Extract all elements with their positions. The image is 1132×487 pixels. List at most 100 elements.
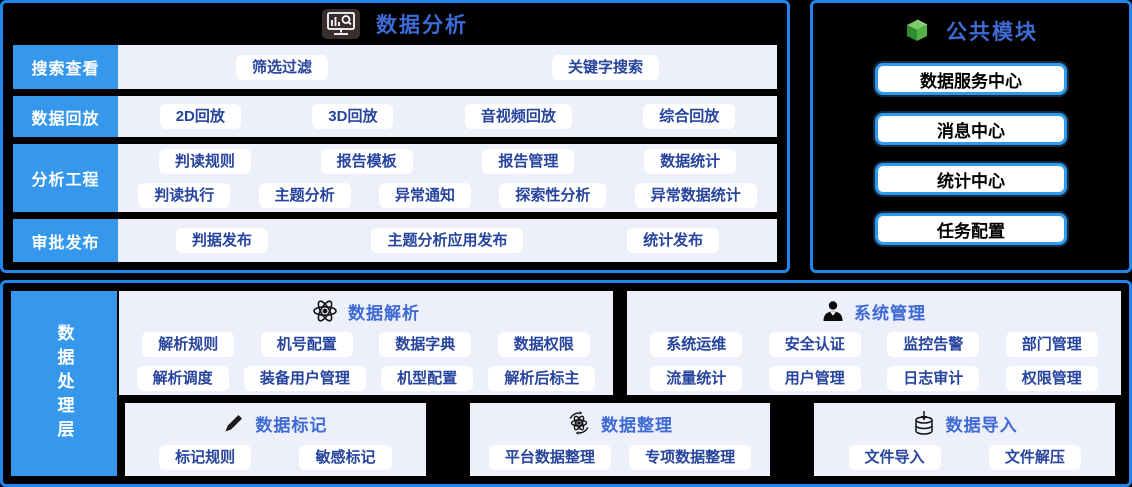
module-chip[interactable]: 文件导入 <box>848 445 941 470</box>
module-chip[interactable]: 解析调度 <box>136 365 229 391</box>
module-chip[interactable]: 平台数据整理 <box>488 445 611 470</box>
row-body-approval-publish: 判据发布 主题分析应用发布 统计发布 <box>118 219 777 262</box>
module-chip[interactable]: 部门管理 <box>1005 331 1098 357</box>
common-module-button[interactable]: 统计中心 <box>875 163 1067 195</box>
row-body-analysis-engineering: 判读规则 报告模板 报告管理 数据统计 判读执行 主题分析 异常通知 探索性分析… <box>118 144 777 212</box>
row-search-view: 搜索查看 筛选过滤 关键字搜索 <box>13 45 777 89</box>
chip-line: 系统运维 安全认证 监控告警 部门管理 <box>627 327 1121 361</box>
module-chip[interactable]: 关键字搜索 <box>551 54 659 80</box>
common-modules-header: 公共模块 <box>813 3 1129 59</box>
module-chip[interactable]: 流量统计 <box>650 365 743 391</box>
section-data-tagging-header: 数据标记 <box>125 403 426 439</box>
row-label-analysis-engineering: 分析工程 <box>13 144 118 212</box>
module-chip[interactable]: 报告管理 <box>482 148 575 174</box>
module-chip[interactable]: 音视频回放 <box>464 104 572 129</box>
processing-content: 数据解析 解析规则 机号配置 数据字典 数据权限 解析调度 装备用户管理 机型配… <box>119 291 1121 476</box>
module-chip[interactable]: 数据字典 <box>379 331 472 357</box>
section-data-parsing-title: 数据解析 <box>348 303 420 323</box>
data-analysis-title: 数据分析 <box>376 14 468 37</box>
module-chip[interactable]: 机号配置 <box>260 331 353 357</box>
common-modules-buttons: 数据服务中心 消息中心 统计中心 任务配置 <box>813 59 1129 245</box>
pencil-icon <box>223 412 245 434</box>
module-chip[interactable]: 标记规则 <box>159 445 252 470</box>
processing-layer-label: 数据处理层 <box>11 291 117 476</box>
module-chip[interactable]: 专项数据整理 <box>629 445 752 470</box>
person-icon <box>822 300 844 322</box>
chip-line: 判读规则 报告模板 报告管理 数据统计 <box>124 148 771 174</box>
module-chip[interactable]: 主题分析 <box>258 182 351 208</box>
monitor-search-icon <box>322 9 360 39</box>
row-label-data-playback: 数据回放 <box>13 96 118 137</box>
section-data-import: 数据导入 文件导入 文件解压 <box>814 403 1116 476</box>
chip-line: 平台数据整理 专项数据整理 <box>470 439 771 476</box>
module-chip[interactable]: 主题分析应用发布 <box>371 228 524 253</box>
module-chip[interactable]: 3D回放 <box>312 104 394 129</box>
module-chip[interactable]: 日志审计 <box>887 365 980 391</box>
section-system-management-title: 系统管理 <box>854 303 926 323</box>
data-analysis-rows: 搜索查看 筛选过滤 关键字搜索 数据回放 2D回放 3D回放 音视频回放 综合回… <box>3 45 787 262</box>
common-modules-panel: 公共模块 数据服务中心 消息中心 统计中心 任务配置 <box>810 0 1132 273</box>
data-analysis-panel: 数据分析 搜索查看 筛选过滤 关键字搜索 数据回放 2D回放 3D回放 音视频回… <box>0 0 790 273</box>
data-processing-panel: 数据处理层 数据解析 <box>0 280 1132 487</box>
module-chip[interactable]: 系统运维 <box>650 331 743 357</box>
processing-row-1: 数据解析 解析规则 机号配置 数据字典 数据权限 解析调度 装备用户管理 机型配… <box>119 291 1121 395</box>
row-label-approval-publish: 审批发布 <box>13 219 118 262</box>
section-system-management-header: 系统管理 <box>627 291 1121 327</box>
module-chip[interactable]: 筛选过滤 <box>235 54 328 80</box>
module-chip[interactable]: 安全认证 <box>768 331 861 357</box>
module-chip[interactable]: 异常数据统计 <box>634 182 757 208</box>
module-chip[interactable]: 敏感标记 <box>299 445 392 470</box>
module-chip[interactable]: 机型配置 <box>381 365 474 391</box>
row-analysis-engineering: 分析工程 判读规则 报告模板 报告管理 数据统计 判读执行 主题分析 异常通知 … <box>13 144 777 212</box>
common-modules-title: 公共模块 <box>946 21 1038 44</box>
section-system-management: 系统管理 系统运维 安全认证 监控告警 部门管理 流量统计 用户管理 日志审计 … <box>627 291 1121 395</box>
module-chip[interactable]: 解析规则 <box>142 331 235 357</box>
common-module-button[interactable]: 消息中心 <box>875 113 1067 145</box>
processing-row-2: 数据标记 标记规则 敏感标记 <box>119 403 1121 476</box>
chip-line: 判读执行 主题分析 异常通知 探索性分析 异常数据统计 <box>124 182 771 208</box>
module-chip[interactable]: 2D回放 <box>159 104 241 129</box>
chip-line: 标记规则 敏感标记 <box>125 439 426 476</box>
data-analysis-header: 数据分析 <box>3 3 787 45</box>
row-data-playback: 数据回放 2D回放 3D回放 音视频回放 综合回放 <box>13 96 777 137</box>
module-chip[interactable]: 文件解压 <box>988 445 1081 470</box>
module-chip[interactable]: 数据权限 <box>497 331 590 357</box>
section-data-tagging-title: 数据标记 <box>255 415 328 435</box>
section-data-parsing-header: 数据解析 <box>119 291 613 327</box>
row-body-data-playback: 2D回放 3D回放 音视频回放 综合回放 <box>118 96 777 137</box>
database-import-icon <box>912 410 936 436</box>
module-chip[interactable]: 探索性分析 <box>499 182 607 208</box>
section-data-tagging: 数据标记 标记规则 敏感标记 <box>125 403 426 476</box>
common-module-button[interactable]: 任务配置 <box>875 213 1067 245</box>
module-chip[interactable]: 装备用户管理 <box>243 365 366 391</box>
section-data-import-title: 数据导入 <box>945 415 1018 435</box>
module-chip[interactable]: 数据统计 <box>644 148 737 174</box>
chip-line: 流量统计 用户管理 日志审计 权限管理 <box>627 361 1121 395</box>
module-chip[interactable]: 权限管理 <box>1005 365 1098 391</box>
section-data-organizing-header: 数据整理 <box>470 403 771 439</box>
common-module-button[interactable]: 数据服务中心 <box>875 63 1067 95</box>
section-data-parsing: 数据解析 解析规则 机号配置 数据字典 数据权限 解析调度 装备用户管理 机型配… <box>119 291 613 395</box>
module-chip[interactable]: 异常通知 <box>378 182 471 208</box>
module-chip[interactable]: 综合回放 <box>643 104 736 129</box>
module-chip[interactable]: 统计发布 <box>627 228 720 253</box>
module-chip[interactable]: 解析后标主 <box>488 365 596 391</box>
atom-cycle-icon <box>567 411 591 435</box>
row-label-search-view: 搜索查看 <box>13 45 118 89</box>
chip-line: 文件导入 文件解压 <box>814 439 1115 476</box>
section-data-organizing-title: 数据整理 <box>601 415 673 435</box>
section-data-import-header: 数据导入 <box>814 403 1115 439</box>
atom-icon <box>312 298 338 324</box>
module-chip[interactable]: 判读执行 <box>138 182 231 208</box>
module-chip[interactable]: 用户管理 <box>768 365 861 391</box>
module-chip[interactable]: 判据发布 <box>175 228 268 253</box>
module-chip[interactable]: 判读规则 <box>158 148 251 174</box>
section-data-organizing: 数据整理 平台数据整理 专项数据整理 <box>469 403 771 476</box>
row-approval-publish: 审批发布 判据发布 主题分析应用发布 统计发布 <box>13 219 777 262</box>
module-chip[interactable]: 监控告警 <box>887 331 980 357</box>
chip-line: 解析规则 机号配置 数据字典 数据权限 <box>119 327 613 361</box>
green-cube-icon <box>904 18 930 44</box>
chip-line: 解析调度 装备用户管理 机型配置 解析后标主 <box>119 361 613 395</box>
row-body-search-view: 筛选过滤 关键字搜索 <box>118 45 777 89</box>
module-chip[interactable]: 报告模板 <box>320 148 413 174</box>
